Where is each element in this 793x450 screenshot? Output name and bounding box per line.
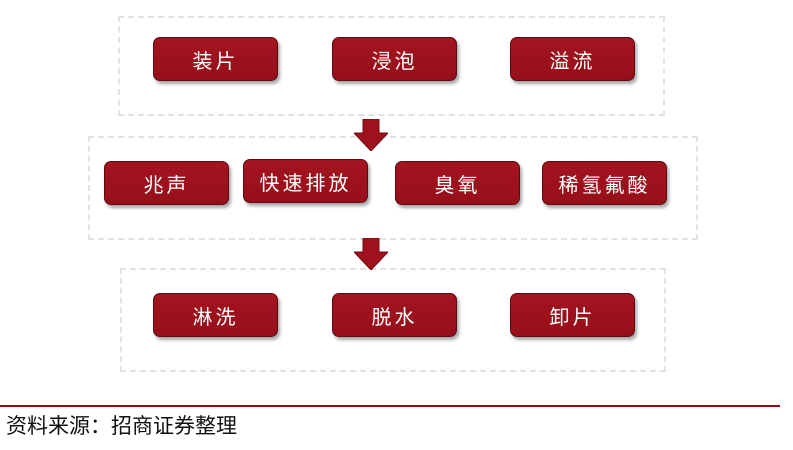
process-stage-3 bbox=[120, 268, 666, 372]
step-unload-wafer: 卸片 bbox=[510, 293, 635, 337]
step-load-wafer: 装片 bbox=[153, 37, 278, 81]
process-stage-1 bbox=[118, 16, 665, 116]
step-quick-dump: 快速排放 bbox=[243, 159, 368, 203]
step-dilute-hf: 稀氢氟酸 bbox=[542, 161, 667, 205]
source-note: 资料来源：招商证券整理 bbox=[6, 414, 237, 438]
step-dry: 脱水 bbox=[332, 293, 457, 337]
footer-divider bbox=[0, 405, 780, 407]
down-arrow-icon bbox=[354, 238, 388, 270]
step-rinse: 淋洗 bbox=[153, 293, 278, 337]
down-arrow-icon bbox=[354, 119, 388, 151]
step-ozone: 臭氧 bbox=[395, 161, 520, 205]
step-overflow: 溢流 bbox=[510, 37, 635, 81]
step-megasonic: 兆声 bbox=[104, 161, 229, 205]
step-soak: 浸泡 bbox=[332, 37, 457, 81]
process-stage-2 bbox=[88, 136, 698, 240]
